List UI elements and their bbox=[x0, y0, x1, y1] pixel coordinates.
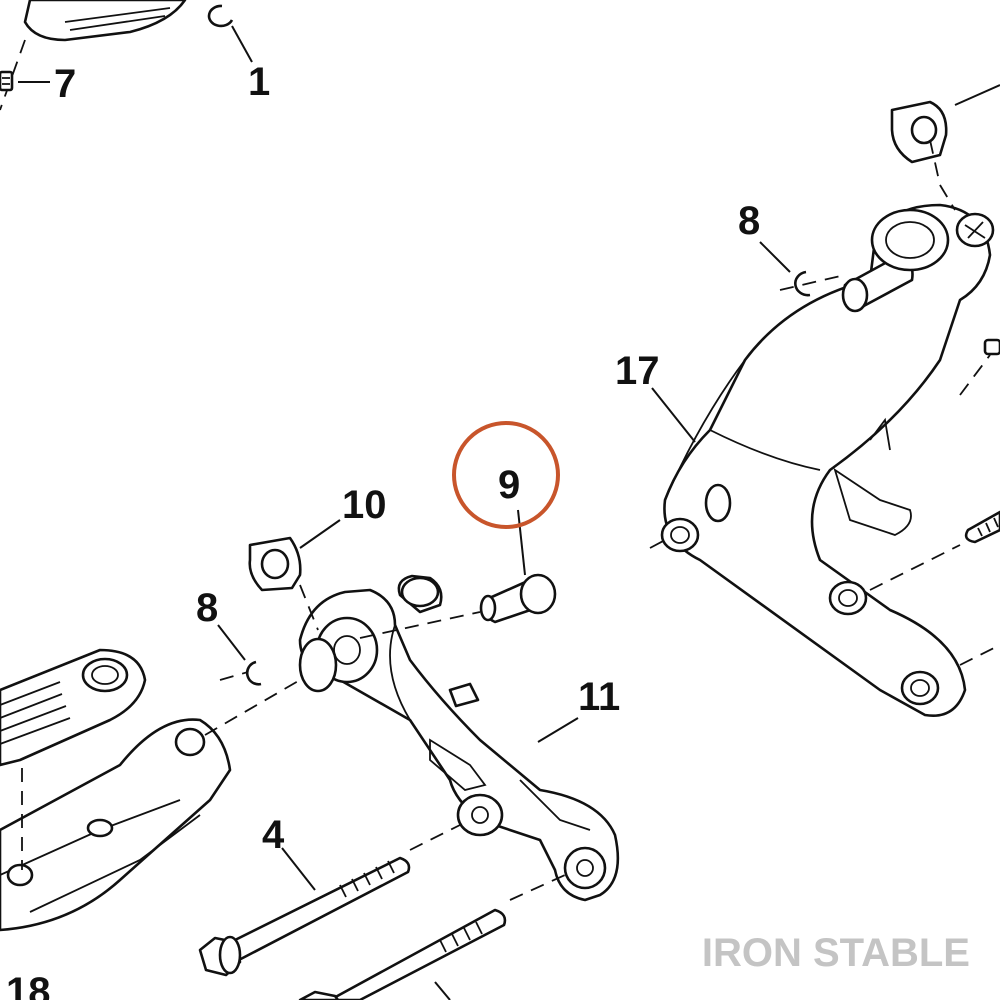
footpeg-top-fragment bbox=[0, 0, 187, 111]
leader-lines bbox=[18, 25, 791, 1000]
axis-lower-c bbox=[359, 611, 481, 639]
watermark: IRON STABLE bbox=[701, 931, 970, 975]
callout-10: 10 bbox=[342, 483, 387, 527]
axis-upper-d bbox=[649, 539, 666, 549]
axis-lower-e bbox=[409, 824, 461, 851]
axis-upper-a bbox=[939, 184, 956, 211]
footpeg-lower bbox=[0, 648, 147, 767]
pin-upper bbox=[841, 208, 950, 313]
screw-7 bbox=[0, 70, 14, 92]
bracket-11 bbox=[298, 574, 620, 902]
axis-lower-f bbox=[509, 874, 566, 901]
studs-right bbox=[964, 338, 1000, 544]
pin-9 bbox=[479, 573, 557, 624]
bolt-4 bbox=[198, 856, 411, 977]
retaining-ring-1 bbox=[207, 4, 234, 28]
axis-upper-b bbox=[779, 274, 846, 291]
axis-lower-b bbox=[219, 671, 249, 681]
axis-upper-f bbox=[959, 644, 1000, 666]
callout-1: 1 bbox=[248, 60, 270, 104]
retaining-ring-8-upper bbox=[794, 270, 811, 297]
callout-8-upper: 8 bbox=[738, 199, 760, 243]
axis-upper-c bbox=[929, 139, 941, 186]
callout-9: 9 bbox=[498, 463, 520, 507]
retaining-ring-8-lower bbox=[245, 660, 262, 686]
axis-upper-g bbox=[959, 354, 991, 396]
bracket-17 bbox=[660, 203, 995, 718]
callout-7: 7 bbox=[54, 62, 76, 106]
footpeg-bracket-lower bbox=[0, 718, 232, 932]
axis-lower-d bbox=[204, 679, 301, 736]
callout-11: 11 bbox=[578, 675, 620, 719]
callout-4: 4 bbox=[262, 813, 285, 857]
washer-upper bbox=[890, 84, 1000, 164]
axis-lower-a bbox=[299, 584, 319, 631]
axis-upper-e bbox=[869, 544, 961, 591]
highlight-circle bbox=[452, 421, 560, 529]
bolt-lower bbox=[298, 908, 507, 1000]
washer-10 bbox=[248, 536, 302, 592]
callout-18: 18 bbox=[6, 970, 51, 1000]
callout-8-lower: 8 bbox=[196, 586, 218, 630]
callout-17: 17 bbox=[615, 349, 660, 393]
